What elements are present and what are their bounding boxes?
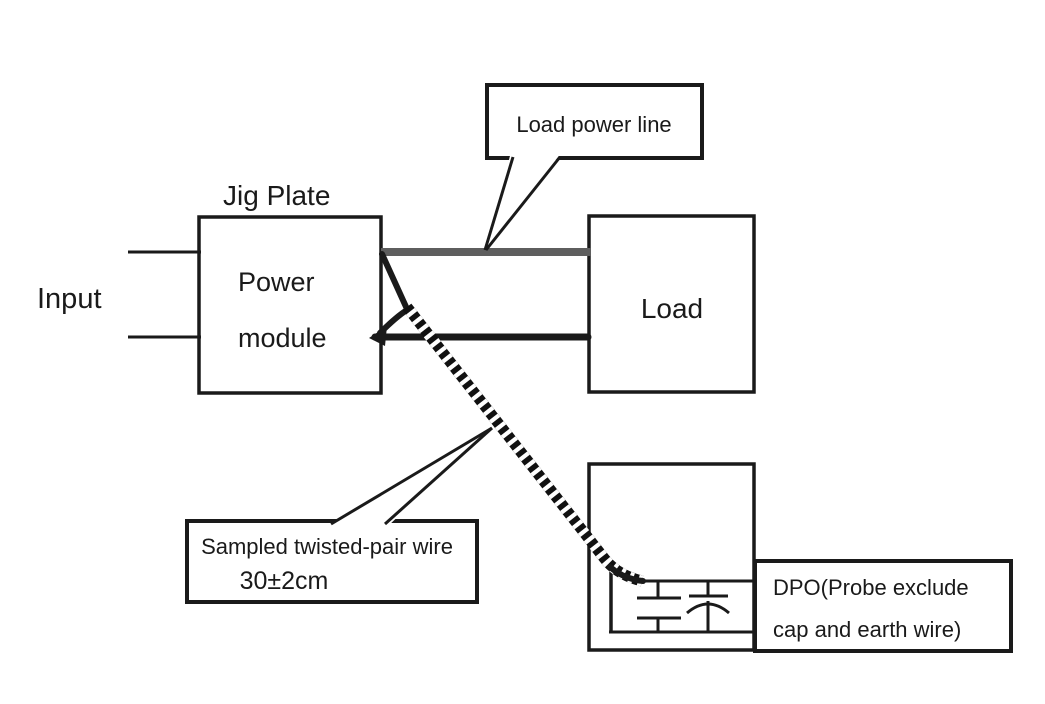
dpo-box <box>753 559 1013 653</box>
jig-plate-label: Jig Plate <box>223 180 330 211</box>
power-module-label-line1: Power <box>238 267 315 297</box>
twisted-pair-callout-text-line2: 30±2cm <box>240 567 329 595</box>
twisted-pair-callout-tail-left <box>330 426 493 526</box>
load-power-line-callout-tail-right <box>484 156 562 251</box>
junction-conductor-upper <box>379 251 410 312</box>
junction-arrowhead <box>369 326 387 346</box>
dpo-label-line2: cap and earth wire) <box>773 617 961 642</box>
dpo-label-line1: DPO(Probe exclude <box>773 575 969 600</box>
load-power-line-callout: Load power line <box>483 83 704 251</box>
twisted-pair-callout-tail-right <box>383 426 494 526</box>
load-power-line-callout-text: Load power line <box>516 112 671 137</box>
power-module-box <box>197 215 383 395</box>
load-label: Load <box>641 293 703 324</box>
load-box <box>587 214 756 394</box>
twisted-pair-callout-box <box>185 519 479 604</box>
twisted-pair-callout-text-line1: Sampled twisted-pair wire <box>201 534 453 559</box>
load-power-line-callout-tail-left <box>483 156 515 251</box>
twisted-pair-wire-end <box>607 564 646 584</box>
load-power-line-callout-box <box>485 83 704 160</box>
probe-cap-box <box>587 462 756 652</box>
input-label: Input <box>37 283 102 315</box>
twisted-pair-callout: Sampled twisted-pair wire 30±2cm <box>185 426 494 604</box>
power-module-label-line2: module <box>238 323 327 353</box>
